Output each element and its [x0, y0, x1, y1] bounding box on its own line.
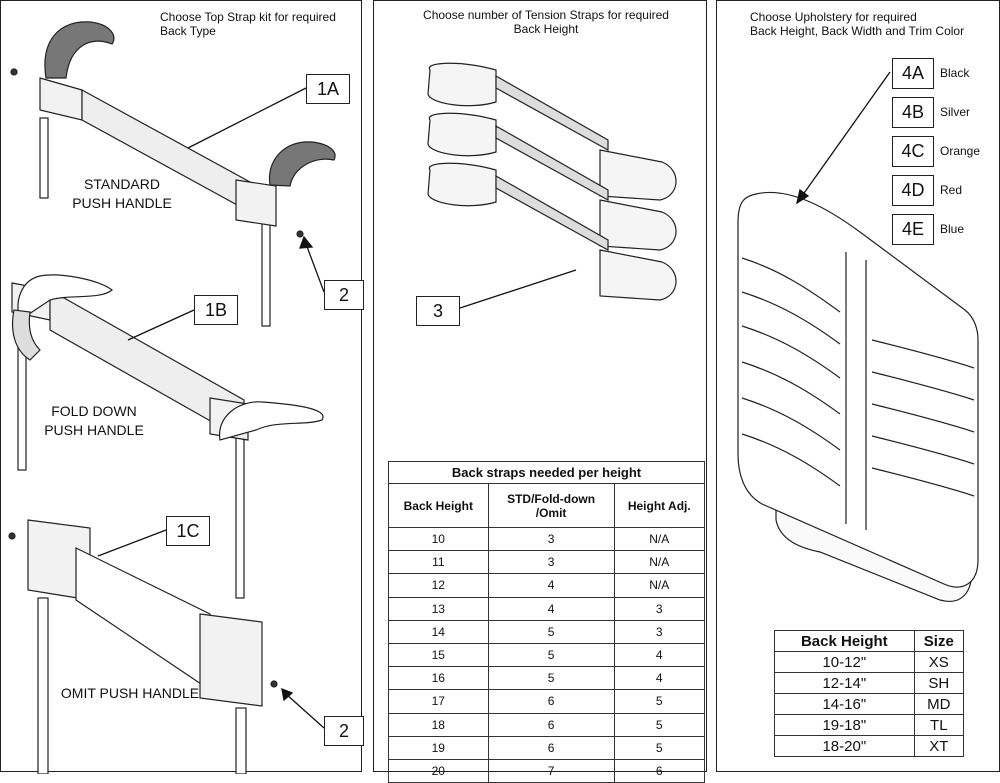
table-cell: 3	[613, 596, 706, 621]
table-row: 19-18"TL	[774, 714, 965, 736]
table-cell: 12-14"	[774, 672, 915, 694]
table-cell: 18-20"	[774, 735, 915, 757]
trim-color-label: Red	[940, 183, 963, 197]
table-cell: 5	[487, 666, 615, 691]
col-height-adj: Height Adj.	[613, 483, 706, 528]
fold-down-push-handle-label: FOLD DOWN PUSH HANDLE	[44, 403, 144, 438]
table-cell: MD	[913, 693, 965, 715]
standard-push-handle-label: STANDARD PUSH HANDLE	[72, 176, 172, 211]
table-cell: 3	[487, 550, 615, 575]
table-row: 14-16"MD	[774, 693, 965, 715]
callout-4d: 4D	[892, 175, 934, 206]
col-back-height: Back Height	[774, 630, 915, 652]
table-cell: XS	[913, 651, 965, 673]
omit-push-handle-label: OMIT PUSH HANDLE	[60, 685, 200, 701]
trim-color-label: Silver	[940, 105, 971, 119]
table-cell: 20	[388, 758, 489, 783]
table-cell: 4	[487, 596, 615, 621]
table-cell: 13	[388, 596, 489, 621]
table-cell: 18	[388, 712, 489, 737]
col-size: Size	[913, 630, 965, 652]
trim-color-label: Blue	[940, 222, 965, 236]
table-cell: 5	[613, 689, 706, 714]
table-cell: 10-12"	[774, 651, 915, 673]
callout-4a: 4A	[892, 58, 934, 89]
table-cell: 6	[487, 735, 615, 760]
callout-3: 3	[416, 296, 460, 326]
table-row: 18-20"XT	[774, 735, 965, 757]
table-cell: 19	[388, 735, 489, 760]
table-cell: 5	[487, 642, 615, 668]
back-straps-table-title: Back straps needed per height	[388, 461, 705, 484]
table-cell: 5	[487, 619, 615, 644]
table-row: 10-12"XS	[774, 651, 965, 673]
table-cell: 6	[487, 712, 615, 737]
table-cell: 17	[388, 689, 489, 714]
table-cell: 5	[613, 712, 706, 737]
table-cell: 14	[388, 619, 489, 644]
top-strap-instruction: Choose Top Strap kit for required Back T…	[160, 10, 336, 38]
table-cell: TL	[913, 714, 965, 736]
table-cell: 6	[487, 689, 615, 714]
table-cell: N/A	[613, 550, 706, 575]
table-row: 12-14"SH	[774, 672, 965, 694]
table-cell: 5	[613, 735, 706, 760]
table-cell: 4	[613, 666, 706, 691]
col-std-fold-omit: STD/Fold-down /Omit	[487, 483, 615, 528]
table-cell: XT	[913, 735, 965, 757]
upholstery-instruction: Choose Upholstery for required Back Heig…	[750, 10, 965, 38]
table-cell: 10	[388, 526, 489, 552]
callout-1c: 1C	[166, 516, 210, 546]
table-cell: 16	[388, 666, 489, 691]
table-cell: SH	[913, 672, 965, 694]
table-cell: 15	[388, 642, 489, 668]
table-cell: 7	[487, 758, 615, 783]
callout-1a: 1A	[306, 74, 350, 104]
callout-1b: 1B	[194, 295, 238, 325]
tension-strap-instruction: Choose number of Tension Straps for requ…	[423, 8, 669, 36]
col-back-height: Back Height	[388, 483, 489, 528]
callout-4e: 4E	[892, 214, 934, 245]
table-cell: N/A	[613, 573, 706, 598]
callout-4b: 4B	[892, 97, 934, 128]
callout-4c: 4C	[892, 136, 934, 167]
back-straps-table: Back straps needed per height Back Heigh…	[388, 461, 706, 783]
callout-2-screw-bottom: 2	[324, 716, 364, 746]
table-cell: 6	[613, 758, 706, 783]
table-cell: 14-16"	[774, 693, 915, 715]
table-cell: 3	[487, 526, 615, 552]
trim-color-label: Orange	[940, 144, 981, 158]
table-cell: 12	[388, 573, 489, 598]
callout-2-screw-top: 2	[324, 280, 364, 310]
table-cell: 4	[613, 642, 706, 668]
table-cell: 11	[388, 550, 489, 575]
table-cell: N/A	[613, 526, 706, 552]
table-cell: 19-18"	[774, 714, 915, 736]
trim-color-label: Black	[940, 66, 970, 80]
table-cell: 4	[487, 573, 615, 598]
table-cell: 3	[613, 619, 706, 644]
